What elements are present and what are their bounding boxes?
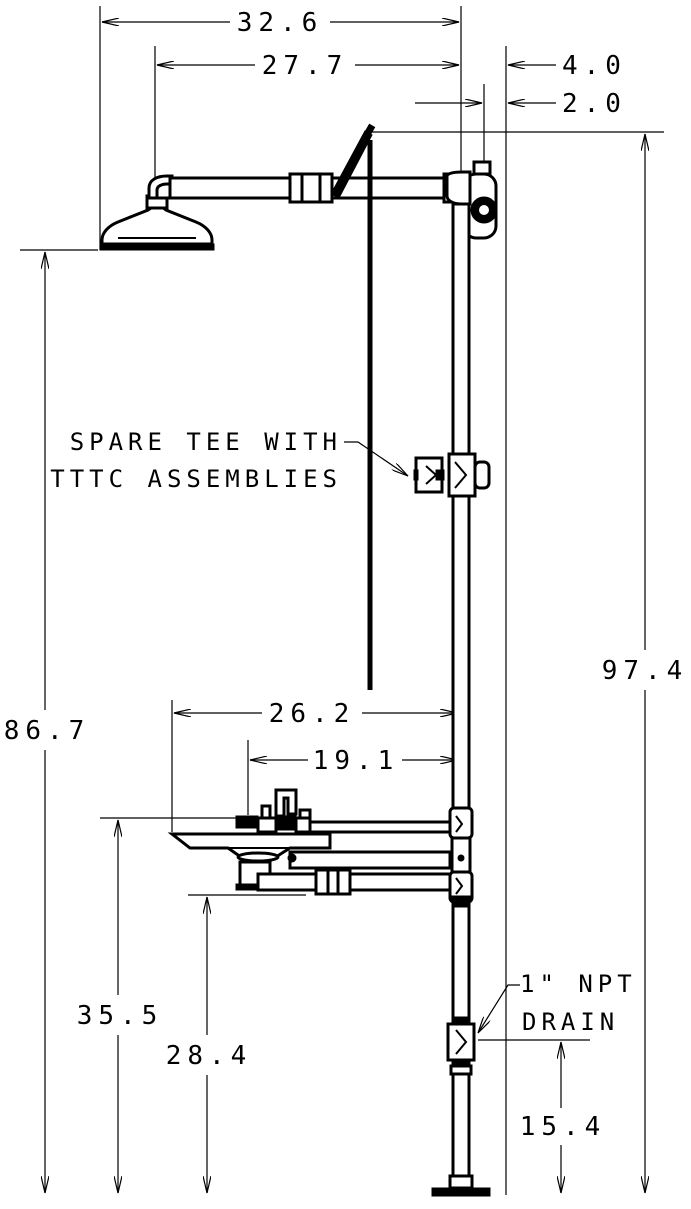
dim-bowl-reach: 26.2 bbox=[269, 699, 356, 729]
shower-arm-pipe bbox=[168, 172, 466, 204]
dim-overall-height: 97.4 bbox=[602, 656, 689, 686]
dim-bowl-bottom-height: 28.4 bbox=[166, 1041, 253, 1071]
vertical-supply-pipe bbox=[451, 202, 471, 1180]
drain-tee bbox=[446, 1017, 476, 1076]
extension-lines bbox=[20, 6, 664, 1195]
eyewash-support-arms bbox=[256, 820, 452, 896]
dim-head-height: 86.7 bbox=[4, 716, 91, 746]
floor-flange bbox=[431, 1174, 491, 1197]
dim-overall-reach: 32.6 bbox=[237, 8, 324, 38]
eyewash-nozzles bbox=[235, 788, 312, 834]
dim-pipe-offset: 2.0 bbox=[562, 89, 627, 119]
spare-tee-callout: SPARE TEE WITH TTTC ASSEMBLIES bbox=[50, 428, 408, 493]
dim-drain-height: 15.4 bbox=[520, 1112, 607, 1142]
spare-tee-label-line2: TTTC ASSEMBLIES bbox=[50, 465, 342, 493]
dimension-labels: 32.6 27.7 4.0 2.0 97.4 86.7 26.2 19.1 35… bbox=[4, 8, 689, 1142]
dim-bowl-rim-height: 35.5 bbox=[77, 1001, 164, 1031]
drain-callout: 1" NPT DRAIN bbox=[478, 970, 637, 1036]
drain-label-line2: DRAIN bbox=[522, 1008, 619, 1036]
shower-valve bbox=[445, 160, 498, 240]
dim-head-reach: 27.7 bbox=[262, 51, 349, 81]
dim-wall-offset: 4.0 bbox=[562, 51, 627, 81]
drain-label-line1: 1" NPT bbox=[520, 970, 637, 998]
eyewash-tee-fittings bbox=[448, 806, 474, 907]
spare-tee bbox=[413, 452, 491, 498]
shower-head bbox=[99, 194, 215, 251]
dimension-lines bbox=[45, 22, 645, 1193]
dim-bowl-center-reach: 19.1 bbox=[313, 746, 400, 776]
spare-tee-label-line1: SPARE TEE WITH bbox=[70, 428, 342, 456]
shower-elbow bbox=[147, 174, 174, 200]
pull-rod bbox=[330, 123, 376, 690]
